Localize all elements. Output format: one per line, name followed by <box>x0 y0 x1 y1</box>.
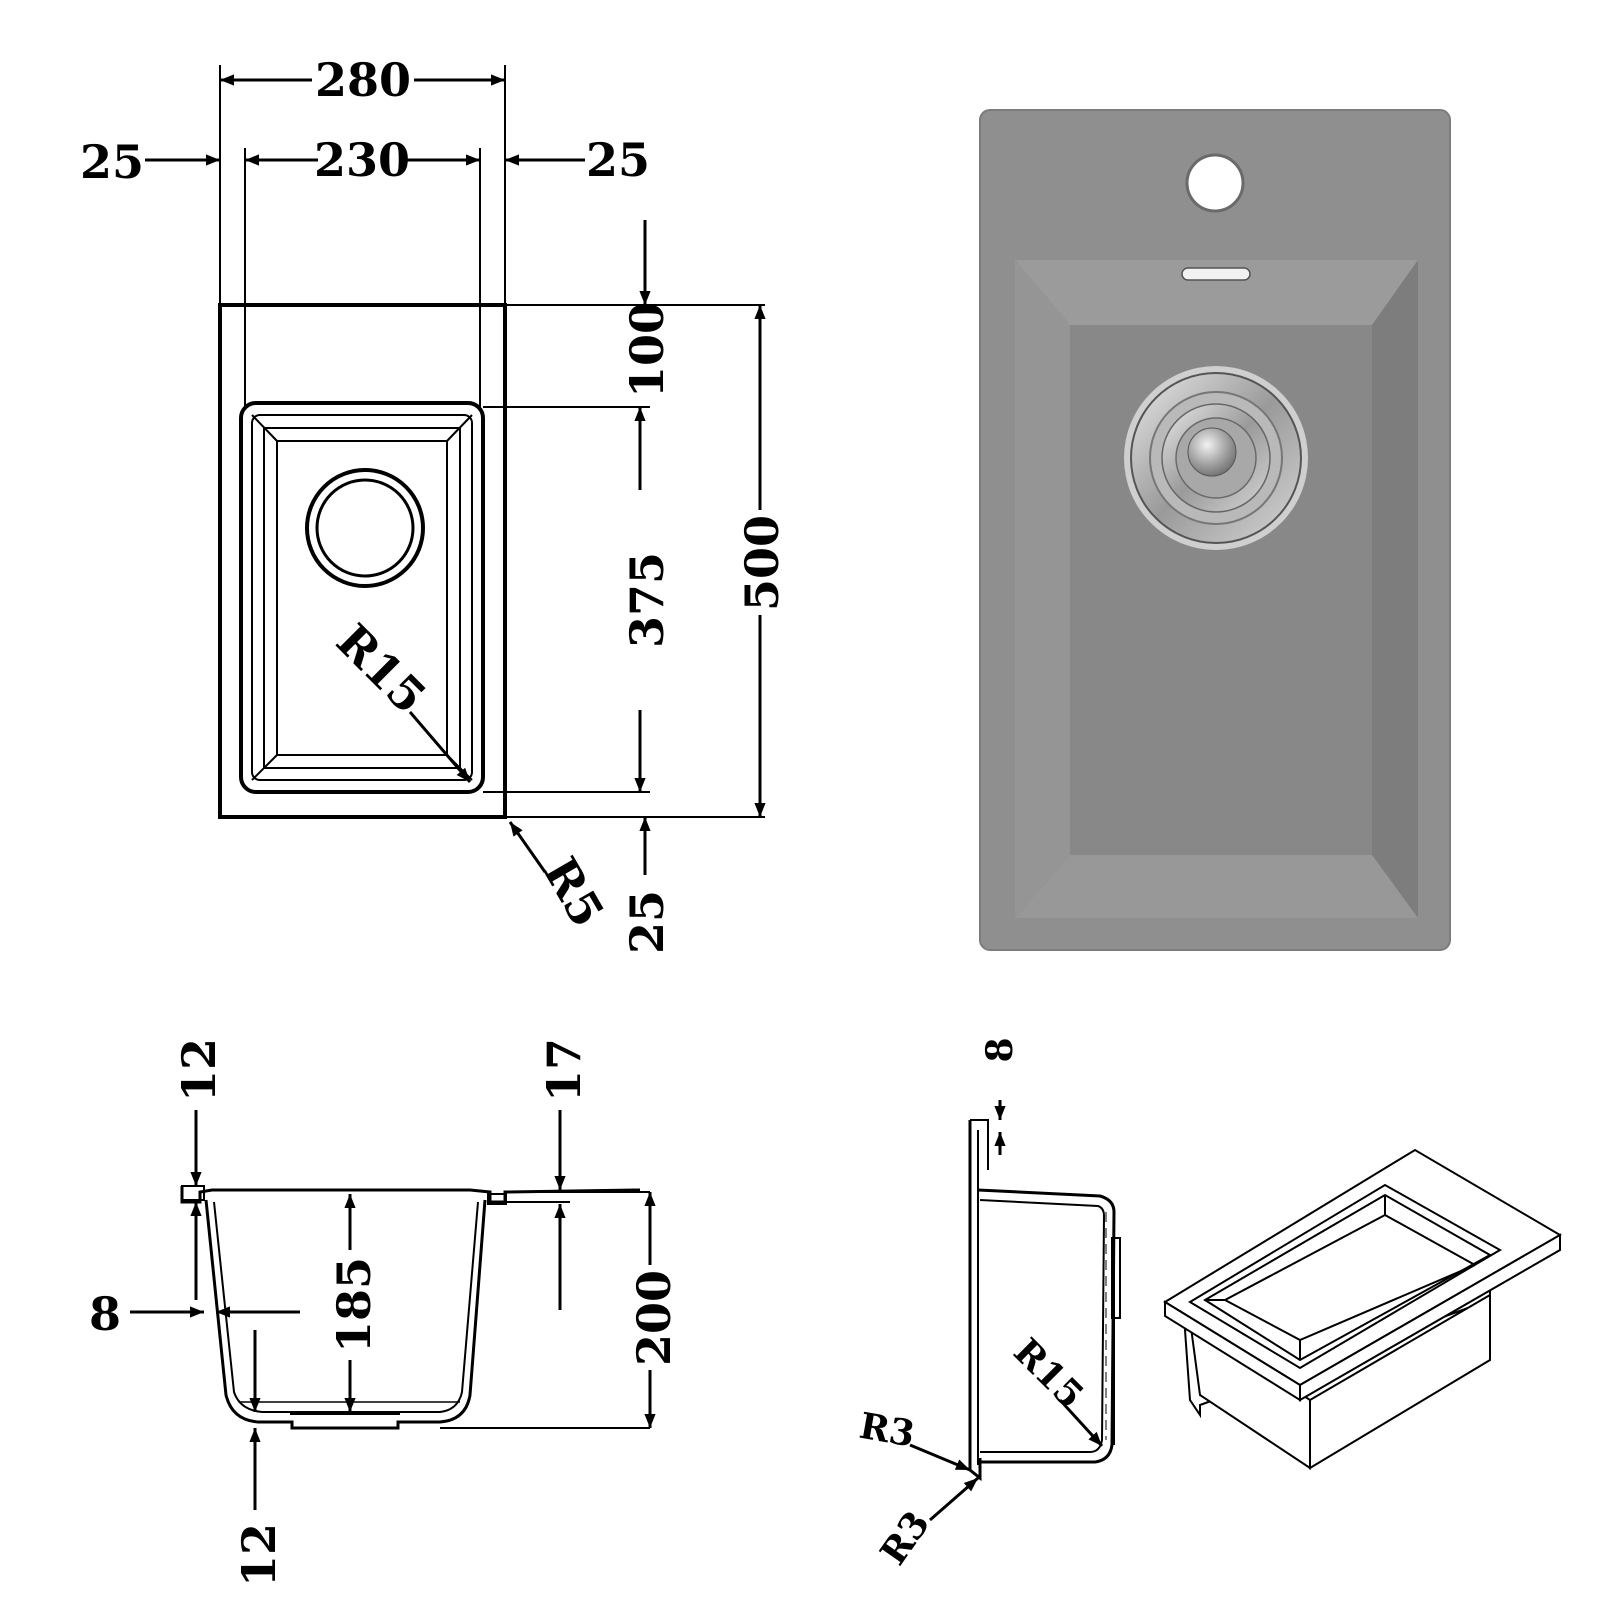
product-photo <box>979 109 1451 951</box>
front-section-labels: 12 17 8 185 200 12 <box>89 1038 681 1587</box>
side-section <box>909 1100 1121 1522</box>
isometric-view <box>1163 1148 1562 1470</box>
label-flange-thickness: 12 <box>172 1038 226 1102</box>
top-view <box>145 65 766 875</box>
side-section-labels: 8 R15 R3 R3 <box>856 1037 1091 1572</box>
tap-hole <box>1185 153 1245 213</box>
label-right-margin: 25 <box>586 133 650 187</box>
label-overall-length: 500 <box>735 515 789 611</box>
label-total-depth: 200 <box>627 1270 681 1366</box>
label-outer-radius-top: R3 <box>856 1405 917 1456</box>
label-outer-radius-bottom: R3 <box>872 1504 938 1573</box>
label-bowl-length: 375 <box>620 552 674 648</box>
label-bottom-margin: 25 <box>620 890 674 954</box>
drain-strainer <box>1124 366 1308 550</box>
label-side-flange: 8 <box>979 1037 1021 1062</box>
label-bottom-thickness: 12 <box>232 1523 286 1587</box>
label-left-margin: 25 <box>80 135 144 189</box>
front-section <box>130 1110 656 1510</box>
label-wall-thickness: 8 <box>89 1287 121 1341</box>
label-overall-width: 280 <box>315 53 411 107</box>
label-bowl-depth: 185 <box>327 1257 381 1353</box>
bowl-outline <box>239 401 485 794</box>
label-top-margin: 100 <box>620 302 674 398</box>
drain-circle <box>305 468 425 588</box>
label-bottom-corner-radius: R15 <box>1005 1330 1091 1416</box>
label-inner-radius: R15 <box>326 613 436 723</box>
label-bowl-width: 230 <box>314 133 410 187</box>
label-outer-radius: R5 <box>533 848 615 936</box>
sink-outline <box>218 303 507 819</box>
label-deck-offset: 17 <box>537 1038 591 1102</box>
overflow-slot <box>1181 267 1251 281</box>
